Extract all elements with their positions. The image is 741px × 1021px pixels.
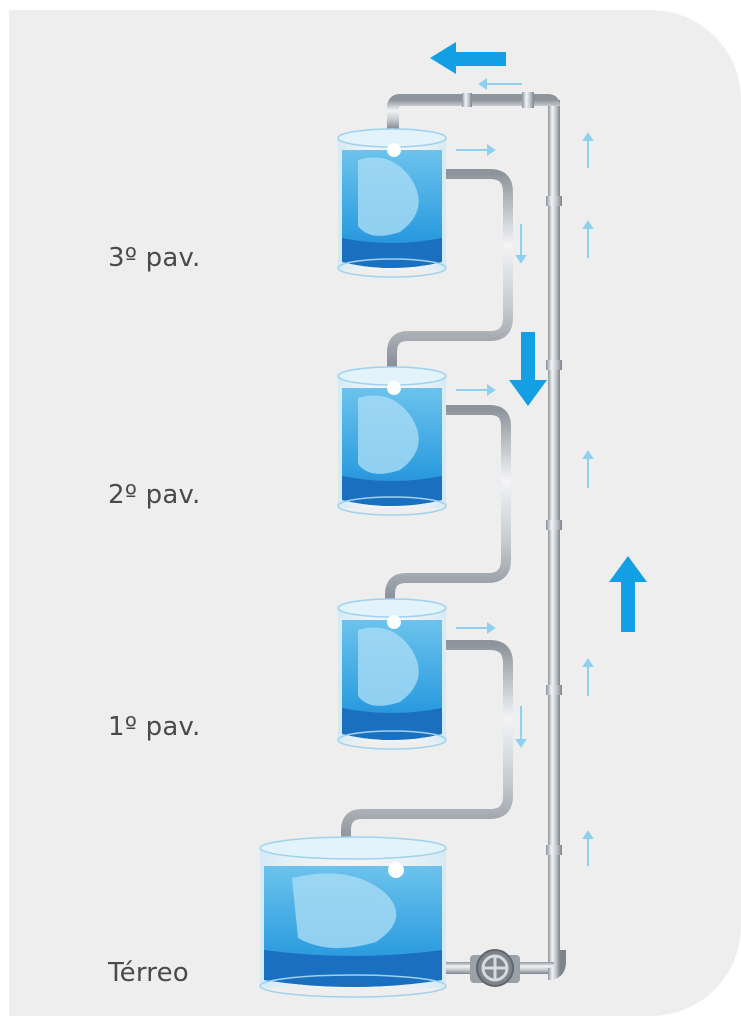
flow-arrow-up-big xyxy=(609,556,647,632)
overflow-pipe-1-to-ground xyxy=(341,640,513,856)
flow-arrows-small xyxy=(456,78,594,866)
overflow-pipe-2-to-1 xyxy=(385,405,511,612)
tank-ground xyxy=(259,836,447,998)
tank-floor-3 xyxy=(337,128,447,278)
valve-icon xyxy=(470,949,520,987)
floor-label-2: 2º pav. xyxy=(108,480,201,510)
overflow-pipe-3-to-2 xyxy=(387,169,513,378)
tank-floor-2 xyxy=(337,366,447,516)
flow-arrow-left-big xyxy=(430,42,506,74)
floor-label-ground: Térreo xyxy=(108,958,189,988)
floor-label-1: 1º pav. xyxy=(108,712,201,742)
floor-label-3: 3º pav. xyxy=(108,243,201,273)
tank-floor-1 xyxy=(337,598,447,750)
flow-arrow-down-big xyxy=(509,332,547,406)
